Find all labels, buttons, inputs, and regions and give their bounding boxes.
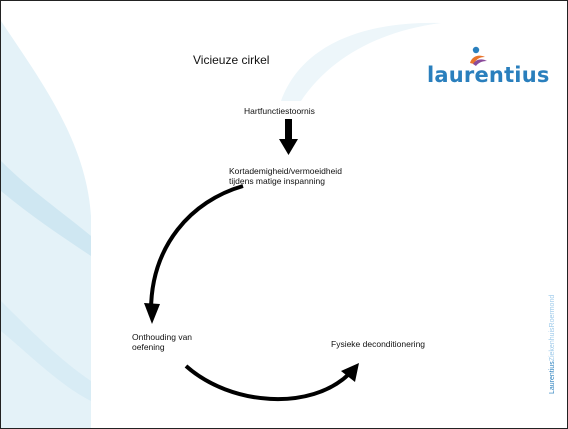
node-label-line: tijdens matige inspanning [229,176,325,186]
logo-figure-icon [470,46,487,66]
brand-sub: ZiekenhuisRoermond [549,294,556,362]
logo-wordmark: laurentius [427,63,550,87]
slide-title: Vicieuze cirkel [193,53,270,67]
bg-arc-top [281,22,441,101]
node-deconditionering: Fysieke deconditionering [331,339,425,349]
arrow-kortademigheid-to-onthouding [144,184,244,324]
arrow-hart-to-kortademigheid [279,119,298,155]
node-label-line: Onthouding van [132,332,193,342]
bg-wave-band-2 [1,301,91,401]
node-label-line: oefening [132,342,165,352]
vertical-brand-text: LaurentiusZiekenhuisRoermond [549,295,556,394]
brand-main: Laurentius [549,361,556,394]
laurentius-logo: laurentius [427,45,549,95]
node-kortademigheid: Kortademigheid/vermoeidheid tijdens mati… [229,166,342,186]
node-onthouding: Onthouding van oefening [132,332,192,352]
node-label-line: Kortademigheid/vermoeidheid [229,166,342,176]
node-hartfunctiestoornis: Hartfunctiestoornis [244,106,315,116]
bg-wave-band-1 [1,161,91,256]
node-label-line: Hartfunctiestoornis [244,106,315,116]
node-label-line: Fysieke deconditionering [331,339,426,349]
arrow-onthouding-to-deconditionering [184,363,359,401]
